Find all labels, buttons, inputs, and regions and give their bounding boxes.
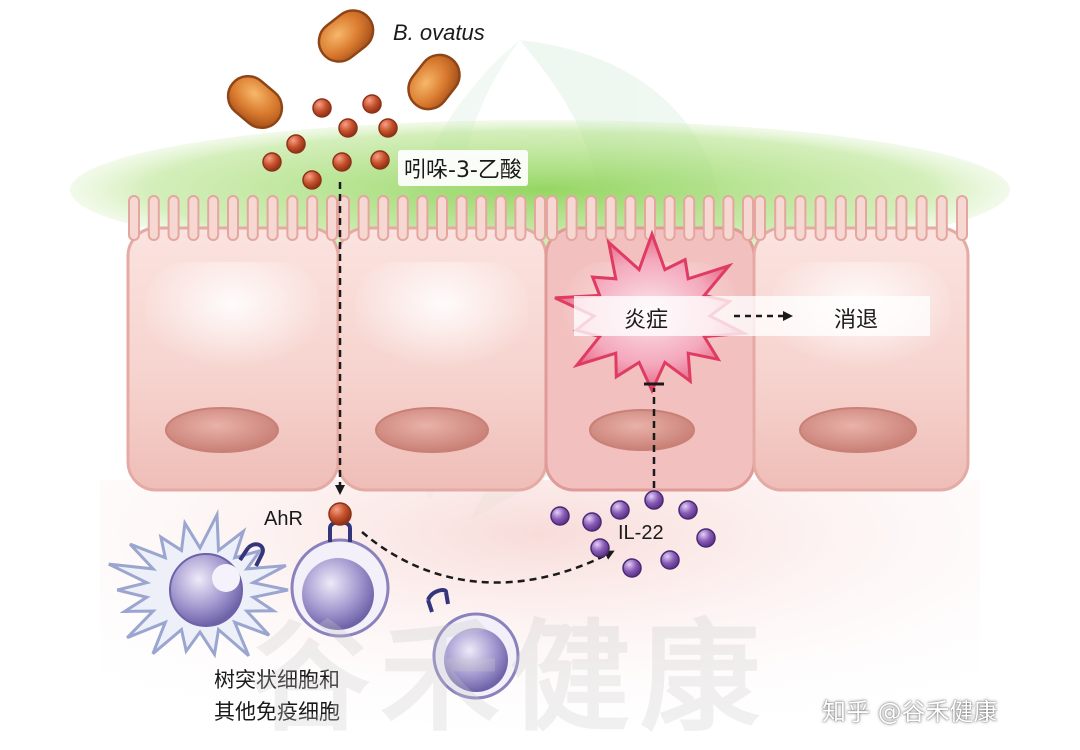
immune-cells-label-line1: 树突状细胞和 bbox=[214, 668, 340, 692]
receptor bbox=[426, 588, 450, 613]
il22-molecules bbox=[550, 490, 716, 578]
bacteria-label: B. ovatus bbox=[393, 20, 485, 45]
dendritic-receptor bbox=[238, 542, 265, 567]
ahr-label: AhR bbox=[264, 508, 303, 530]
microvillus bbox=[475, 195, 488, 241]
microvillus bbox=[644, 195, 656, 241]
il22-dot bbox=[590, 538, 610, 558]
microvillus bbox=[565, 195, 578, 241]
bacterium bbox=[226, 74, 284, 130]
microvillus bbox=[546, 195, 558, 241]
nucleus bbox=[799, 407, 917, 453]
microvillus bbox=[396, 195, 409, 241]
microvillus bbox=[167, 195, 180, 241]
watermark-credit: 知乎 @谷禾健康 bbox=[822, 698, 998, 726]
il22-dot bbox=[622, 558, 642, 578]
microvillus bbox=[246, 195, 259, 241]
il22-dot bbox=[550, 506, 570, 526]
microvillus bbox=[794, 195, 807, 241]
microvillus bbox=[128, 195, 140, 241]
il22-label: IL-22 bbox=[618, 522, 664, 544]
microvilli bbox=[128, 195, 968, 241]
dendritic-cell bbox=[108, 508, 289, 659]
metabolite-dot bbox=[302, 170, 322, 190]
metabolite-dot bbox=[378, 118, 398, 138]
microvillus bbox=[855, 195, 867, 241]
microvillus bbox=[207, 195, 220, 241]
microvillus bbox=[875, 195, 888, 241]
arrow-ahr-to-il22 bbox=[361, 531, 615, 584]
microvillus bbox=[266, 195, 279, 241]
epithelial-cell bbox=[126, 226, 340, 492]
nucleus bbox=[165, 407, 279, 453]
immune-cell-ahr bbox=[290, 502, 390, 638]
microvillus bbox=[357, 195, 370, 241]
microvillus bbox=[834, 195, 847, 241]
microvillus bbox=[604, 195, 617, 241]
microvillus bbox=[722, 195, 735, 241]
metabolite-dot bbox=[338, 118, 358, 138]
nucleus bbox=[589, 409, 695, 451]
bacteria-group bbox=[226, 9, 461, 130]
nucleus bbox=[375, 407, 489, 453]
metabolite-dot bbox=[312, 98, 332, 118]
metabolite-label: 吲哚-3-乙酸 bbox=[398, 150, 528, 186]
microvillus bbox=[306, 195, 319, 241]
microvillus bbox=[227, 195, 239, 241]
metabolite-dot bbox=[370, 150, 390, 170]
bacterium bbox=[407, 53, 461, 111]
microvillus bbox=[663, 195, 676, 241]
bacterium bbox=[317, 9, 375, 63]
microvillus bbox=[326, 195, 338, 241]
microvillus bbox=[436, 195, 448, 241]
metabolite-dot bbox=[362, 94, 382, 114]
microvillus bbox=[187, 195, 200, 241]
il22-dot bbox=[610, 500, 630, 520]
inflammation-label: 炎症 bbox=[624, 308, 669, 333]
microvillus bbox=[286, 195, 299, 241]
microvillus bbox=[455, 195, 468, 241]
watermark-text: 谷禾健康 bbox=[250, 609, 770, 748]
immune-cell bbox=[426, 588, 520, 700]
microvillus bbox=[416, 195, 429, 241]
microvillus bbox=[742, 195, 754, 241]
resolution-label: 消退 bbox=[834, 308, 879, 333]
il22-dot bbox=[696, 528, 716, 548]
microvillus bbox=[915, 195, 928, 241]
microvillus bbox=[534, 195, 546, 241]
immune-cells-label-line2: 其他免疫细胞 bbox=[214, 700, 340, 724]
microvillus bbox=[494, 195, 507, 241]
metabolite-dot bbox=[262, 152, 282, 172]
microvillus bbox=[774, 195, 787, 241]
microvillus bbox=[814, 195, 827, 241]
epithelium bbox=[126, 226, 970, 492]
arrows bbox=[335, 182, 793, 584]
microvillus bbox=[514, 195, 527, 241]
epithelial-cell bbox=[752, 226, 970, 492]
microvillus bbox=[956, 195, 968, 241]
il22-dot bbox=[644, 490, 664, 510]
metabolite-molecules bbox=[262, 94, 398, 190]
epithelial-cell bbox=[336, 226, 548, 492]
inflammation-label-band bbox=[574, 296, 930, 336]
il22-dot bbox=[678, 500, 698, 520]
microvillus bbox=[702, 195, 715, 241]
microvillus bbox=[377, 195, 390, 241]
microvillus bbox=[935, 195, 948, 241]
microvillus bbox=[754, 195, 766, 241]
metabolite-dot bbox=[286, 134, 306, 154]
microvillus bbox=[624, 195, 637, 241]
il22-dot bbox=[582, 512, 602, 532]
metabolite-dot bbox=[332, 152, 352, 172]
il22-dot bbox=[660, 550, 680, 570]
microvillus bbox=[895, 195, 908, 241]
microvillus bbox=[147, 195, 160, 241]
microvillus bbox=[683, 195, 696, 241]
bound-metabolite bbox=[328, 502, 352, 526]
microvillus bbox=[585, 195, 598, 241]
